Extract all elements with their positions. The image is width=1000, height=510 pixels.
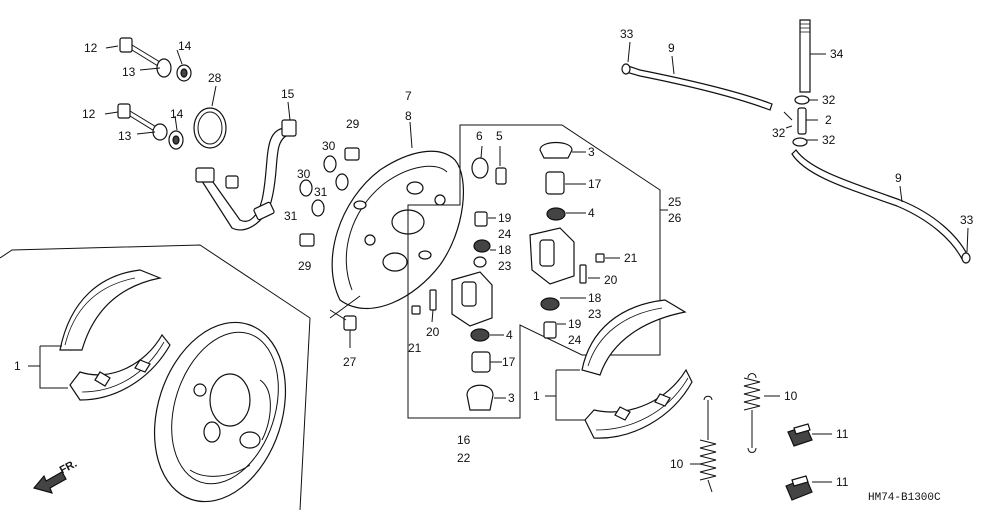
label-29: 29 <box>346 117 360 131</box>
label-4: 4 <box>506 328 513 342</box>
label-23: 23 <box>498 259 512 273</box>
label-16: 16 <box>457 433 471 447</box>
label-19: 19 <box>568 317 582 331</box>
label-9: 9 <box>895 171 902 185</box>
label-32: 32 <box>822 93 836 107</box>
label-32: 32 <box>772 126 786 140</box>
breather-tube-lower <box>791 149 971 264</box>
label-33: 33 <box>960 213 974 227</box>
label-30: 30 <box>322 139 336 153</box>
label-33: 33 <box>620 27 634 41</box>
label-18: 18 <box>498 243 512 257</box>
label-17: 17 <box>502 355 516 369</box>
label-5: 5 <box>496 129 503 143</box>
label-23: 23 <box>588 307 602 321</box>
group-box-16-22 <box>407 124 661 419</box>
label-13: 13 <box>118 129 132 143</box>
label-19: 19 <box>498 211 512 225</box>
label-1: 1 <box>14 359 21 373</box>
svg-text:FR.: FR. <box>58 458 79 477</box>
label-6: 6 <box>476 129 483 143</box>
frame-line-left <box>0 244 311 319</box>
breather-tube-vertical <box>799 19 811 93</box>
label-31: 31 <box>314 185 328 199</box>
label-17: 17 <box>588 177 602 191</box>
label-14: 14 <box>178 39 192 53</box>
nuts-upper <box>299 147 360 247</box>
label-3: 3 <box>588 145 595 159</box>
front-direction-arrow: FR. <box>32 458 79 494</box>
frame-line-left-down <box>299 317 311 510</box>
label-34: 34 <box>830 47 844 61</box>
label-32: 32 <box>822 133 836 147</box>
label-29: 29 <box>298 259 312 273</box>
bolt-assembly-upper <box>119 37 192 82</box>
label-13: 13 <box>122 65 136 79</box>
brake-backing-plate <box>331 150 465 310</box>
label-12: 12 <box>82 107 96 121</box>
label-8: 8 <box>405 109 412 123</box>
label-10: 10 <box>784 389 798 403</box>
breather-tube-upper <box>621 63 773 111</box>
label-11: 11 <box>836 427 849 441</box>
bolt-27 <box>343 315 357 331</box>
label-11: 11 <box>836 475 849 489</box>
label-26: 26 <box>668 211 682 225</box>
label-20: 20 <box>426 325 440 339</box>
label-25: 25 <box>668 195 682 209</box>
label-24: 24 <box>498 227 512 241</box>
label-21: 21 <box>408 341 422 355</box>
label-28: 28 <box>208 71 222 85</box>
label-20: 20 <box>604 273 618 287</box>
wheel-cylinder-body-right <box>529 227 575 285</box>
label-3: 3 <box>508 391 515 405</box>
label-9: 9 <box>668 41 675 55</box>
joint-fitting <box>783 95 810 147</box>
bolt-assembly-lower <box>117 103 184 150</box>
label-12: 12 <box>84 41 98 55</box>
label-1: 1 <box>533 389 540 403</box>
label-10: 10 <box>670 457 684 471</box>
label-14: 14 <box>170 107 184 121</box>
label-27: 27 <box>343 355 357 369</box>
label-15: 15 <box>281 87 295 101</box>
label-18: 18 <box>588 291 602 305</box>
o-ring <box>193 107 227 149</box>
brake-panel-assembly <box>153 321 287 503</box>
diagram-code: HM74-B1300C <box>868 492 941 504</box>
label-24: 24 <box>568 333 582 347</box>
label-4: 4 <box>588 206 595 220</box>
return-spring-lower <box>699 395 717 493</box>
brake-shoe-left-upper <box>59 269 163 351</box>
label-30: 30 <box>297 167 311 181</box>
label-21: 21 <box>624 251 638 265</box>
wheel-cylinder-body <box>451 271 493 327</box>
label-31: 31 <box>284 209 298 223</box>
return-spring-upper <box>743 373 761 453</box>
brake-shoe-right-upper <box>581 299 687 376</box>
brake-shoe-right-lower <box>584 368 693 439</box>
label-22: 22 <box>457 451 471 465</box>
label-7: 7 <box>405 89 412 103</box>
brake-shoe-left-lower <box>69 333 171 401</box>
label-2: 2 <box>825 113 832 127</box>
